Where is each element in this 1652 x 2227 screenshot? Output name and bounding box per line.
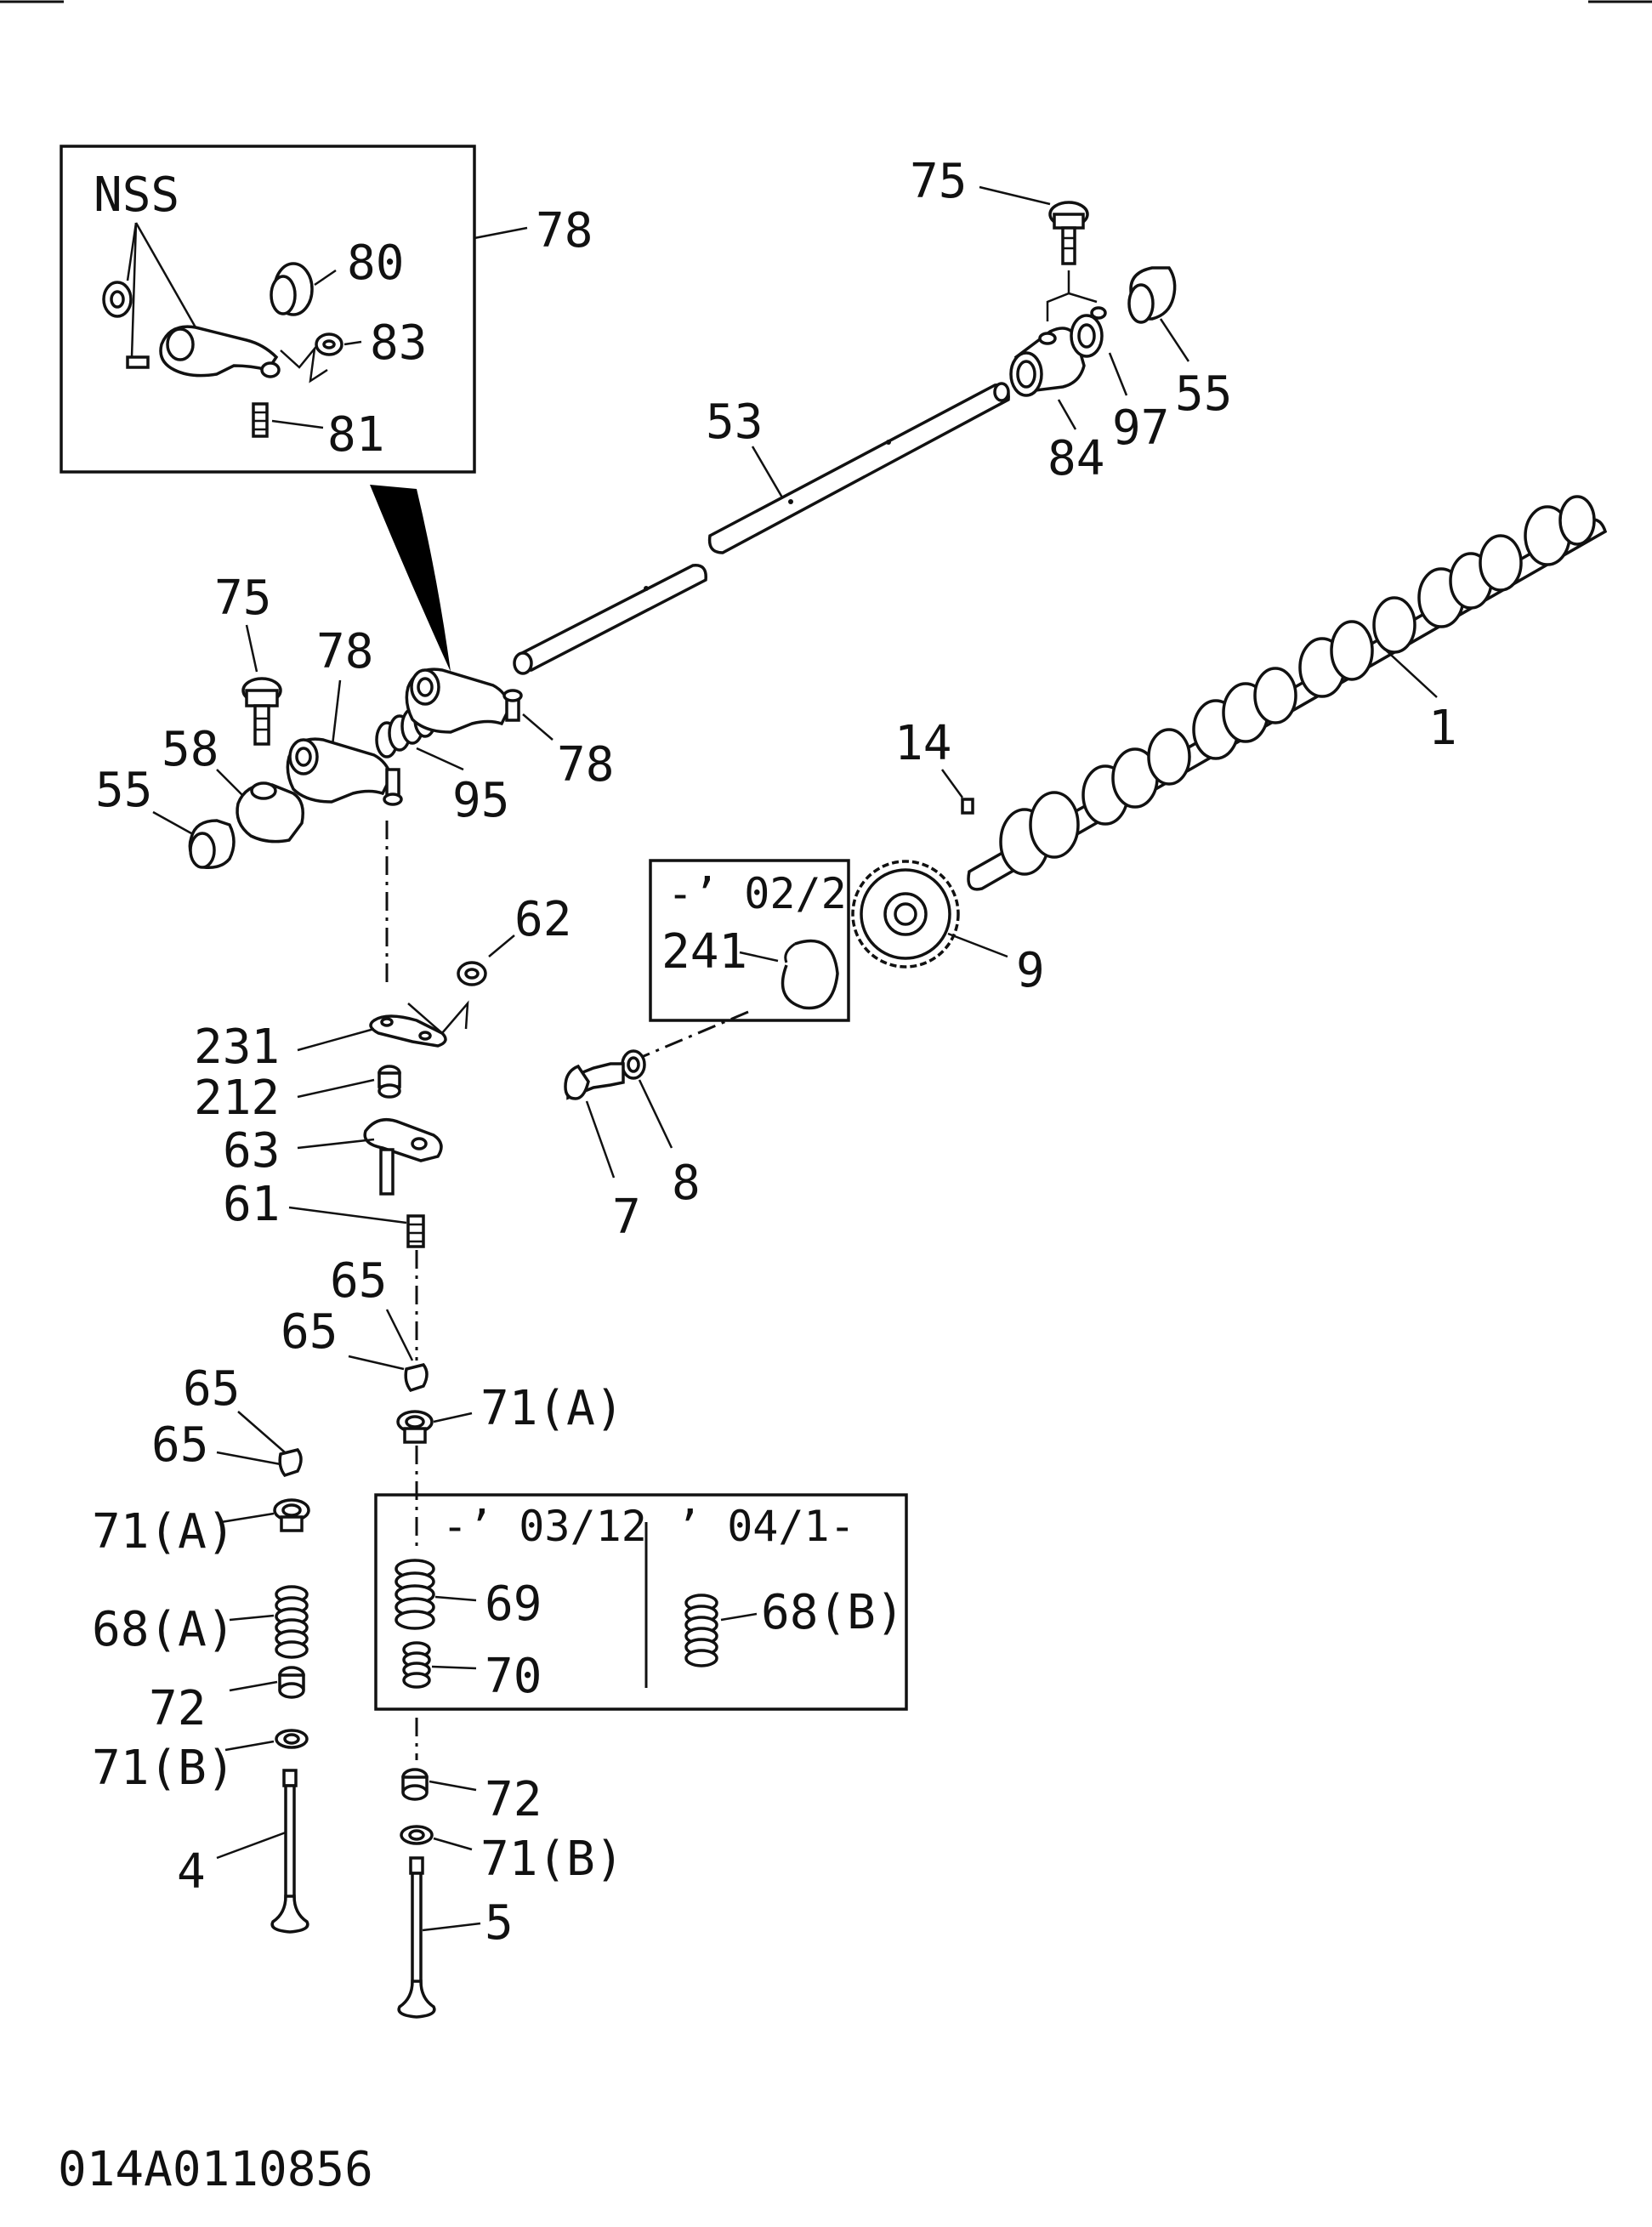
label-95: 95 xyxy=(452,773,509,828)
label-65-c: 65 xyxy=(183,1361,240,1417)
label-72-left: 72 xyxy=(149,1681,206,1736)
gear-bolt-group: 7 8 xyxy=(564,1010,749,1245)
label-range-02-2: -’ 02/2 xyxy=(667,869,847,918)
label-58: 58 xyxy=(162,722,219,777)
circlip-inset: -’ 02/2 241 xyxy=(649,859,850,1022)
label-71b-left: 71(B) xyxy=(92,1741,236,1796)
circlip-241-part xyxy=(781,939,839,1010)
label-80: 80 xyxy=(347,236,404,291)
bolt-7-part xyxy=(564,1064,590,1100)
label-8: 8 xyxy=(672,1156,701,1211)
camshaft-group: 1 14 xyxy=(894,495,1608,891)
cam-lobes xyxy=(999,495,1596,876)
label-97: 97 xyxy=(1112,401,1169,456)
rocker-shaft-group: 53 xyxy=(513,382,1010,675)
collet-65-right-part xyxy=(404,1363,429,1393)
label-9: 9 xyxy=(1016,943,1045,998)
nss-key-part xyxy=(126,355,150,369)
spring-70-part xyxy=(402,1641,431,1689)
label-72-right: 72 xyxy=(485,1772,542,1827)
label-range-03-12: -’ 03/12 xyxy=(442,1502,647,1551)
circlip-inset-frame xyxy=(649,859,850,1022)
valve-5-part xyxy=(397,1856,436,2019)
label-1: 1 xyxy=(1428,701,1457,756)
label-68b: 68(B) xyxy=(761,1585,905,1640)
label-14: 14 xyxy=(894,716,951,771)
label-61: 61 xyxy=(223,1177,280,1232)
cam-gear-group: 9 xyxy=(851,860,1045,998)
label-7: 7 xyxy=(612,1190,641,1245)
label-78-mid: 78 xyxy=(316,624,373,679)
label-nss: NSS xyxy=(94,168,179,223)
label-range-04-1: ’ 04/1- xyxy=(676,1502,855,1551)
label-4: 4 xyxy=(177,1844,206,1900)
rocker-assembly-group: 75 78 58 55 95 xyxy=(95,571,614,870)
diagram-code: 014A0110856 xyxy=(58,2142,373,2197)
collet-65-left-part xyxy=(278,1448,303,1478)
key-14-part xyxy=(961,798,974,815)
nss-inset: NSS 80 83 81 xyxy=(60,145,528,474)
label-71a-right: 71(A) xyxy=(480,1381,624,1436)
label-241: 241 xyxy=(661,924,747,980)
label-65-b: 65 xyxy=(281,1304,338,1360)
label-84: 84 xyxy=(1047,431,1104,486)
bridge-63-part xyxy=(363,1117,443,1162)
label-65-d: 65 xyxy=(151,1417,208,1473)
nss-inset-frame xyxy=(60,145,476,474)
spring-69-part xyxy=(395,1559,435,1630)
label-68a: 68(A) xyxy=(92,1602,236,1657)
inset-pointer xyxy=(370,485,451,672)
label-75-top: 75 xyxy=(910,154,967,209)
shaft-bracket-group: 75 55 97 84 xyxy=(910,154,1232,486)
exhaust-valve-column: 65 65 71(A) -’ 03/12 ’ 04/1- 69 xyxy=(281,1253,908,2019)
label-71a-left: 71(A) xyxy=(92,1504,236,1559)
valve-4-part xyxy=(270,1769,309,1934)
label-63: 63 xyxy=(223,1123,280,1179)
spring-68b-part xyxy=(684,1594,718,1667)
label-81: 81 xyxy=(327,407,384,463)
label-69: 69 xyxy=(485,1577,542,1632)
bridge-group: 62 231 212 63 61 xyxy=(194,892,571,1248)
label-5: 5 xyxy=(485,1895,514,1951)
intake-valve-column: 65 65 71(A) 68(A) 72 71(B) xyxy=(92,1361,310,1934)
label-70: 70 xyxy=(485,1649,542,1704)
label-65-a: 65 xyxy=(330,1253,387,1309)
label-62: 62 xyxy=(514,892,571,947)
label-71b-right: 71(B) xyxy=(480,1832,624,1887)
label-78-inset: 78 xyxy=(536,203,593,258)
label-78-right: 78 xyxy=(557,737,614,793)
label-83: 83 xyxy=(370,315,427,371)
label-55-top: 55 xyxy=(1175,366,1232,422)
label-231: 231 xyxy=(194,1020,280,1075)
label-55-left: 55 xyxy=(95,763,152,818)
label-53: 53 xyxy=(706,395,763,450)
label-75-left: 75 xyxy=(214,571,271,626)
spring-options-frame xyxy=(374,1493,908,1711)
label-212: 212 xyxy=(194,1071,280,1126)
spring-68a-part xyxy=(275,1585,309,1659)
